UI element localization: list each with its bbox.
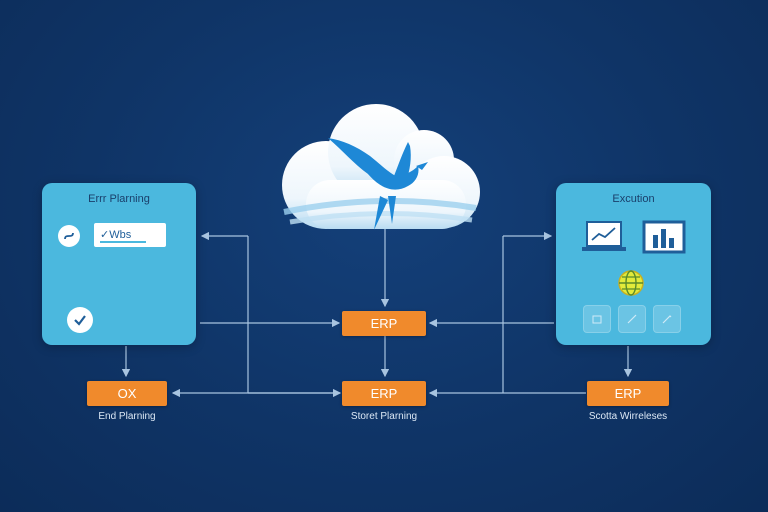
left-panel: Errr Plarning	[42, 183, 196, 345]
bar-chart-monitor-icon	[642, 220, 686, 254]
cloud-bird-icon	[282, 104, 480, 230]
erp-box-center-top[interactable]: ERP	[342, 311, 426, 336]
pencil-icon	[653, 305, 681, 333]
checkmark-icon	[67, 307, 93, 333]
edit-icon	[618, 305, 646, 333]
left-panel-title: Errr Plarning	[88, 193, 150, 205]
erp-box-center-bottom[interactable]: ERP	[342, 381, 426, 406]
document-icon	[583, 305, 611, 333]
caption-left-bottom: End Plarning	[98, 411, 156, 422]
right-panel-title: Excution	[612, 193, 655, 205]
laptop-chart-icon	[582, 221, 626, 251]
caption-center-bottom: Storet Plarning	[350, 411, 418, 422]
caption-right-bottom: Scotta Wirreleses	[588, 411, 668, 422]
swirl-icon	[58, 225, 80, 247]
wbs-field[interactable]: ✓Wbs	[94, 223, 166, 247]
erp-box-right-bottom[interactable]: ERP	[587, 381, 669, 406]
ox-box[interactable]: OX	[87, 381, 167, 406]
globe-icon	[618, 270, 644, 296]
